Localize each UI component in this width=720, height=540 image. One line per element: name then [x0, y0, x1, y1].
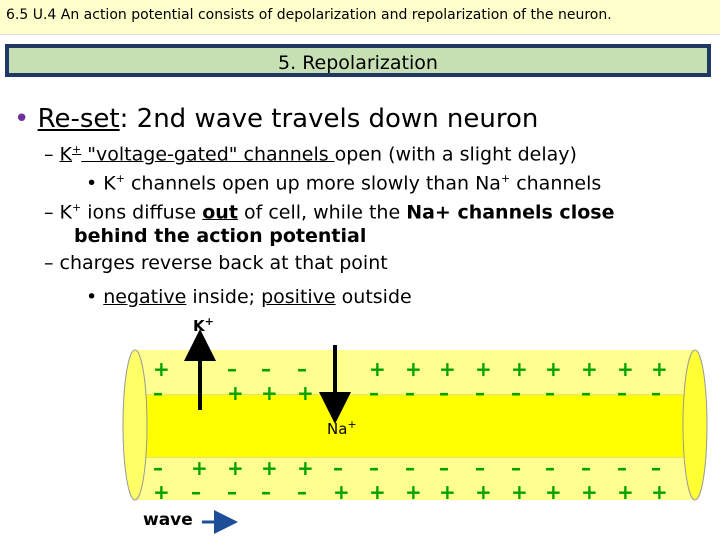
reset-term: Re-set [37, 104, 120, 134]
na-label: Na+ [327, 418, 357, 438]
charge-plus: + [545, 357, 562, 381]
charge-plus: + [227, 456, 244, 480]
charge-plus: + [581, 480, 598, 504]
charge-plus: + [261, 381, 278, 405]
sub-sub-bullet-1: • K+ channels open up more slowly than N… [86, 172, 601, 194]
slide-header: 6.5 U.4 An action potential consists of … [6, 7, 612, 23]
charge-minus: – [581, 381, 591, 405]
charge-minus: – [191, 480, 201, 504]
charge-minus: – [153, 456, 163, 480]
charge-plus: + [261, 456, 278, 480]
charge-plus: + [475, 357, 492, 381]
charge-minus: – [511, 381, 521, 405]
charge-minus: – [617, 456, 627, 480]
charge-plus: + [511, 480, 528, 504]
l7-b: inside; [186, 286, 262, 308]
charge-minus: – [405, 381, 415, 405]
charge-minus: – [405, 456, 415, 480]
sub-sub-bullet-2: • negative inside; positive outside [86, 286, 412, 308]
k-term: K [59, 143, 73, 166]
charge-minus: – [651, 456, 661, 480]
charge-minus: – [227, 480, 237, 504]
charge-minus: – [581, 456, 591, 480]
charge-plus: + [191, 456, 208, 480]
dash: – [44, 143, 60, 166]
l3-c: channels [510, 172, 602, 195]
wave-label: wave [143, 510, 193, 530]
charge-minus: – [651, 381, 661, 405]
charge-plus: + [475, 480, 492, 504]
charge-minus: – [545, 381, 555, 405]
sub-bullet-2: – K+ ions diffuse out of cell, while the… [44, 201, 614, 223]
l4-b: ions diffuse [81, 201, 203, 224]
positive-term: positive [261, 286, 336, 308]
l7-c: outside [335, 286, 412, 308]
charge-minus: – [297, 480, 307, 504]
l3-b: channels open up more slowly than Na [124, 172, 501, 195]
neuron-end-right [682, 349, 708, 501]
bullet-dot: • [14, 104, 38, 134]
sub-bullet-3: – charges reverse back at that point [44, 252, 388, 274]
charge-minus: – [617, 381, 627, 405]
charge-minus: – [475, 381, 485, 405]
charge-plus: + [545, 480, 562, 504]
charge-plus: + [297, 381, 314, 405]
k-sup: + [72, 143, 82, 156]
charge-plus: + [581, 357, 598, 381]
na-close-term: Na+ channels close [406, 201, 615, 224]
charge-minus: – [261, 480, 271, 504]
charge-minus: – [439, 381, 449, 405]
charge-plus: + [651, 480, 668, 504]
charge-plus: + [405, 480, 422, 504]
charge-minus: – [227, 357, 237, 381]
charge-minus: – [511, 456, 521, 480]
sub-bullet-1: – K+ "voltage-gated" channels open (with… [44, 143, 577, 165]
charge-plus: + [439, 357, 456, 381]
sub-bullet-1-rest: open (with a slight delay) [334, 143, 577, 166]
voltage-gated-term: "voltage-gated" channels [81, 143, 335, 166]
charge-plus: + [511, 357, 528, 381]
charge-minus: – [475, 456, 485, 480]
charge-minus: – [153, 381, 163, 405]
l4-a: – K [44, 201, 72, 224]
slide-subtitle: 5. Repolarization [278, 52, 438, 74]
neuron-end-left [122, 349, 148, 501]
charge-minus: – [333, 456, 343, 480]
sub-bullet-2-cont: behind the action potential [74, 225, 367, 247]
charge-plus: + [333, 480, 350, 504]
l4-sup: + [72, 201, 82, 214]
charge-plus: + [153, 357, 170, 381]
l4-c: of cell, while the [237, 201, 407, 224]
charge-plus: + [297, 456, 314, 480]
l3-sup2: + [500, 172, 511, 185]
charge-minus: – [369, 456, 379, 480]
l3-sup: + [115, 172, 125, 185]
charge-plus: + [617, 480, 634, 504]
charge-plus: + [369, 480, 386, 504]
charge-minus: – [297, 357, 307, 381]
charge-plus: + [227, 381, 244, 405]
charge-plus: + [651, 357, 668, 381]
top-banner: 6.5 U.4 An action potential consists of … [0, 0, 720, 35]
charge-minus: – [369, 381, 379, 405]
main-bullet-text: : 2nd wave travels down neuron [119, 104, 539, 134]
charge-plus: + [153, 480, 170, 504]
charge-plus: + [617, 357, 634, 381]
out-term: out [202, 201, 238, 224]
negative-term: negative [103, 286, 187, 308]
charge-minus: – [261, 357, 271, 381]
main-bullet: • Re-set: 2nd wave travels down neuron [14, 104, 538, 134]
subtitle-bar: 5. Repolarization [5, 44, 711, 77]
charge-plus: + [405, 357, 422, 381]
charge-minus: – [545, 456, 555, 480]
charge-plus: + [369, 357, 386, 381]
l3-a: • K [86, 172, 116, 195]
charge-minus: – [439, 456, 449, 480]
l7-a: • [86, 286, 104, 308]
k-label: K+ [193, 315, 214, 335]
charge-plus: + [439, 480, 456, 504]
